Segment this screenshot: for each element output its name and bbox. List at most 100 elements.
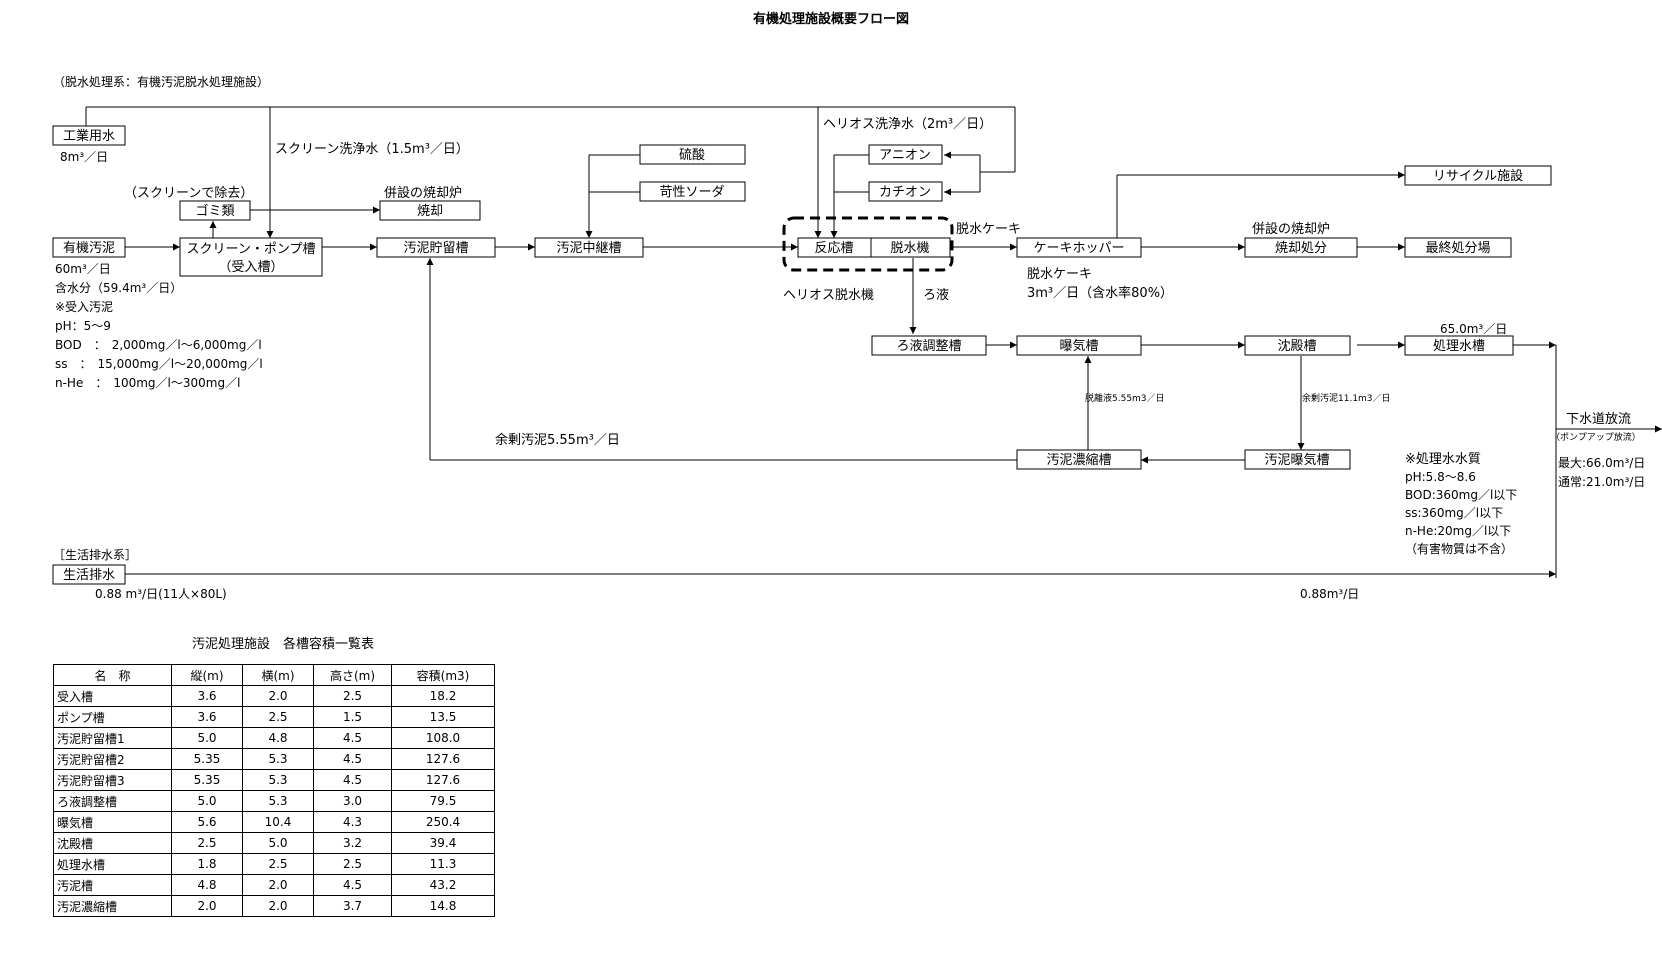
svg-text:n-He:20mg／l以下: n-He:20mg／l以下 — [1405, 524, 1511, 538]
anion-box: アニオン — [868, 144, 943, 165]
svg-text:60m³／日: 60m³／日 — [55, 262, 111, 276]
value-cell: 2.5 — [313, 853, 392, 875]
value-cell: 4.3 — [313, 811, 392, 833]
table-header-row: 名 称 縦(m) 横(m) 高さ(m) 容積(m3) — [53, 664, 495, 686]
caustic-soda-box: 苛性ソーダ — [639, 181, 746, 202]
svg-text:pH：5～9: pH：5～9 — [55, 319, 111, 333]
value-cell: 3.0 — [313, 790, 392, 812]
incinerator-label-2: 併設の焼却炉 — [1252, 221, 1330, 237]
table-caption: 汚泥処理施設 各槽容積一覧表 — [192, 636, 374, 652]
value-cell: 3.6 — [171, 685, 243, 707]
svg-text:有機汚泥: 有機汚泥 — [63, 241, 115, 256]
svg-text:リサイクル施設: リサイクル施設 — [1433, 168, 1523, 184]
svg-text:汚泥貯留槽: 汚泥貯留槽 — [403, 241, 468, 256]
value-cell: 1.5 — [313, 706, 392, 728]
helios-wash-water-label: ヘリオス洗浄水（2m³／日） — [823, 117, 992, 132]
svg-text:脱水機: 脱水機 — [890, 241, 929, 256]
tank-name-cell: 汚泥槽 — [53, 874, 172, 896]
svg-text:※処理水水質: ※処理水水質 — [1405, 452, 1481, 467]
tank-name-cell: 汚泥貯留槽3 — [53, 769, 172, 791]
header-length: 縦(m) — [171, 664, 243, 686]
dewatered-cake-label-2: 脱水ケーキ — [1027, 267, 1092, 282]
value-cell: 2.0 — [242, 874, 314, 896]
value-cell: 5.6 — [171, 811, 243, 833]
sludge-info-block: 60m³／日 含水分（59.4m³／日） ※受入汚泥 pH：5～9 BOD ： … — [55, 262, 263, 390]
max-flow-label: 最大:66.0m³/日 — [1558, 456, 1645, 470]
incinerator-label: 併設の焼却炉 — [384, 185, 462, 201]
filtrate-label: ろ液 — [923, 288, 949, 303]
svg-text:汚泥曝気槽: 汚泥曝気槽 — [1264, 452, 1329, 468]
cation-box: カチオン — [868, 181, 943, 202]
sludge-aeration-tank-box: 汚泥曝気槽 — [1244, 449, 1351, 470]
svg-text:処理水槽: 処理水槽 — [1433, 339, 1485, 354]
value-cell: 2.0 — [242, 895, 314, 917]
value-cell: 2.5 — [313, 685, 392, 707]
tank-name-cell: 受入槽 — [53, 685, 172, 707]
svg-text:硫酸: 硫酸 — [679, 148, 705, 163]
svg-text:BOD ： 2,000mg／l～6,000mg／l: BOD ： 2,000mg／l～6,000mg／l — [55, 338, 262, 352]
value-cell: 4.8 — [242, 727, 314, 749]
domestic-wastewater-box: 生活排水 — [52, 564, 126, 585]
value-cell: 4.8 — [171, 874, 243, 896]
value-cell: 5.0 — [171, 790, 243, 812]
svg-text:生活排水: 生活排水 — [63, 568, 115, 583]
landfill-box: 最終処分場 — [1404, 237, 1512, 258]
value-cell: 13.5 — [391, 706, 495, 728]
screen-pump-tank-box: スクリーン・ポンプ槽 （受入槽） — [179, 237, 323, 277]
value-cell: 5.3 — [242, 748, 314, 770]
section-dewatering: （脱水処理系：有機汚泥脱水処理施設） — [53, 74, 269, 89]
value-cell: 11.3 — [391, 853, 495, 875]
tank-name-cell: 沈殿槽 — [53, 832, 172, 854]
value-cell: 14.8 — [391, 895, 495, 917]
value-cell: 127.6 — [391, 769, 495, 791]
value-cell: 5.0 — [171, 727, 243, 749]
svg-text:（受入槽）: （受入槽） — [218, 260, 283, 275]
tank-name-cell: ポンプ槽 — [53, 706, 172, 728]
value-cell: 127.6 — [391, 748, 495, 770]
pumpup-label: （ポンプアップ放流） — [1551, 431, 1641, 443]
tank-name-cell: 汚泥貯留槽1 — [53, 727, 172, 749]
svg-text:最終処分場: 最終処分場 — [1425, 240, 1490, 256]
svg-text:汚泥中継槽: 汚泥中継槽 — [556, 241, 621, 256]
section-domestic: ［生活排水系］ — [53, 548, 137, 562]
value-cell: 108.0 — [391, 727, 495, 749]
tank-name-cell: 曝気槽 — [53, 811, 172, 833]
header-width: 横(m) — [242, 664, 314, 686]
header-volume: 容積(m3) — [391, 664, 495, 686]
incineration-box: 焼却処分 — [1244, 237, 1358, 258]
relay-tank-box: 汚泥中継槽 — [534, 237, 644, 258]
garbage-box: ゴミ類 — [179, 200, 251, 221]
recycle-facility-box: リサイクル施設 — [1404, 165, 1552, 186]
domestic-flow-label: 0.88 m³/日(11人×80L) — [95, 587, 227, 601]
svg-text:pH:5.8～8.6: pH:5.8～8.6 — [1405, 470, 1476, 484]
diagram-title: 有機処理施設概要フロー図 — [753, 11, 909, 27]
value-cell: 2.5 — [171, 832, 243, 854]
value-cell: 4.5 — [313, 874, 392, 896]
svg-text:ss:360mg／l以下: ss:360mg／l以下 — [1405, 506, 1503, 520]
screen-wash-water-label: スクリーン洗浄水（1.5m³／日） — [275, 142, 469, 157]
svg-text:※受入汚泥: ※受入汚泥 — [55, 300, 113, 314]
value-cell: 5.35 — [171, 769, 243, 791]
svg-text:ss ： 15,000mg／l～20,000mg／l: ss ： 15,000mg／l～20,000mg／l — [55, 357, 263, 371]
settling-tank-box: 沈殿槽 — [1244, 335, 1351, 356]
value-cell: 4.5 — [313, 769, 392, 791]
helios-machine-label: ヘリオス脱水機 — [783, 288, 874, 303]
excess-sludge-return-label: 余剰汚泥5.55m³／日 — [495, 432, 620, 448]
value-cell: 5.3 — [242, 790, 314, 812]
svg-text:焼却: 焼却 — [417, 204, 443, 219]
value-cell: 3.6 — [171, 706, 243, 728]
thickener-tank-box: 汚泥濃縮槽 — [1016, 449, 1142, 470]
svg-text:工業用水: 工業用水 — [63, 128, 115, 144]
svg-text:含水分（59.4m³／日）: 含水分（59.4m³／日） — [55, 280, 182, 295]
treated-flow-label: 65.0m³／日 — [1440, 322, 1507, 336]
svg-text:n-He ： 100mg／l～300mg／l: n-He ： 100mg／l～300mg／l — [55, 376, 240, 390]
filtrate-tank-box: ろ液調整槽 — [871, 335, 987, 356]
value-cell: 3.2 — [313, 832, 392, 854]
